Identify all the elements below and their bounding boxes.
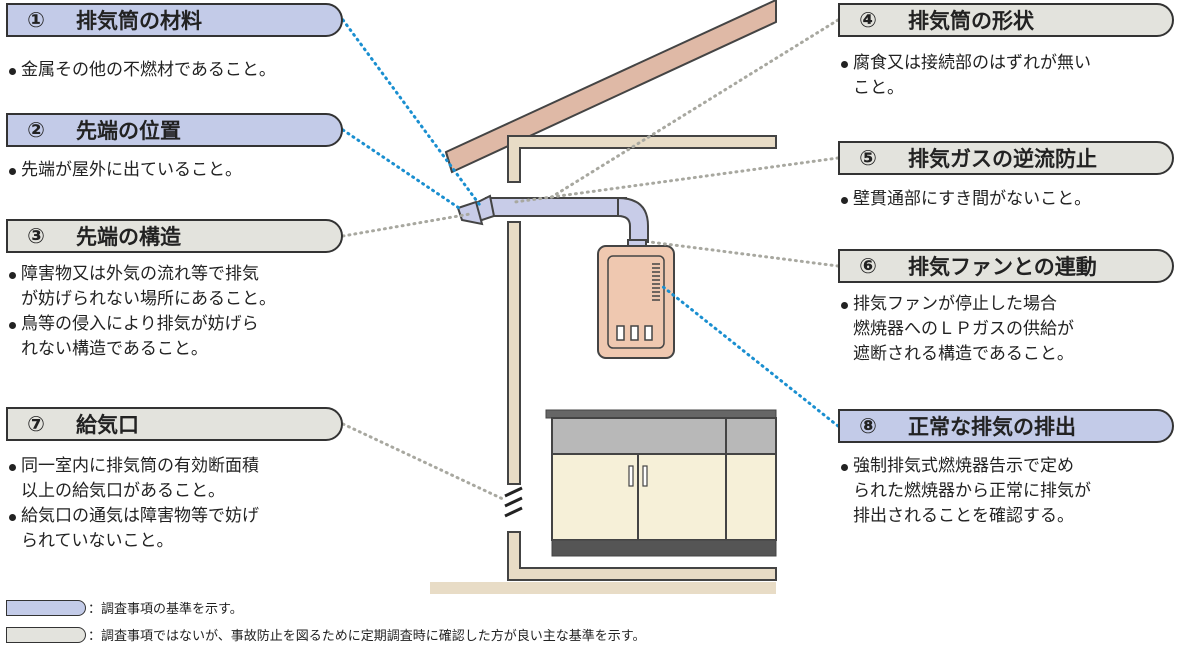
water-heater xyxy=(597,245,675,359)
item-4-pill: ④ 排気筒の形状 xyxy=(838,3,1174,37)
air-inlet-mark xyxy=(504,486,523,518)
item-4-desc: 腐食又は接続部のはずれが無いこと。 xyxy=(840,51,1170,101)
item-3-desc: 障害物又は外気の流れ等で排気が妨げられない場所にあること。 鳥等の侵入により排気… xyxy=(8,262,338,362)
item-5-number: ⑤ xyxy=(859,146,877,170)
exhaust-duct xyxy=(456,194,649,243)
item-6-title: 排気ファンとの連動 xyxy=(908,255,1097,279)
item-8-pill: ⑧ 正常な排気の排出 xyxy=(838,409,1174,443)
item-2-desc: 先端が屋外に出ていること。 xyxy=(8,158,338,183)
item-1-number: ① xyxy=(27,8,45,32)
item-6-desc: 排気ファンが停止した場合燃焼器へのＬＰガスの供給が遮断される構造であること。 xyxy=(840,292,1170,367)
item-3-desc-1: 鳥等の侵入により排気が妨げられない構造であること。 xyxy=(8,312,338,362)
item-3-desc-0: 障害物又は外気の流れ等で排気が妨げられない場所にあること。 xyxy=(8,262,338,312)
item-4-desc-0: 腐食又は接続部のはずれが無いこと。 xyxy=(840,51,1170,101)
item-1-pill: ① 排気筒の材料 xyxy=(6,3,343,37)
item-1-title: 排気筒の材料 xyxy=(76,9,202,33)
item-8-desc-0: 強制排気式燃焼器告示で定められた燃焼器から正常に排気が排出されることを確認する。 xyxy=(840,454,1170,529)
leader-lines xyxy=(341,18,840,502)
ground xyxy=(430,582,776,594)
item-5-pill: ⑤ 排気ガスの逆流防止 xyxy=(838,141,1174,175)
item-8-desc: 強制排気式燃焼器告示で定められた燃焼器から正常に排気が排出されることを確認する。 xyxy=(840,454,1170,529)
item-5-desc: 壁貫通部にすき間がないこと。 xyxy=(840,187,1170,212)
item-2-number: ② xyxy=(27,118,45,142)
item-2-desc-0: 先端が屋外に出ていること。 xyxy=(8,158,338,183)
legend-blue-text: ：調査事項の基準を示す。 xyxy=(88,602,243,617)
item-6-pill: ⑥ 排気ファンとの連動 xyxy=(838,249,1174,283)
legend-gray: ：調査事項ではないが、事故防止を図るために定期調査時に確認した方が良い主な基準を… xyxy=(6,625,645,644)
floor xyxy=(507,531,777,581)
item-2-pill: ② 先端の位置 xyxy=(6,113,343,147)
item-2-title: 先端の位置 xyxy=(76,119,181,143)
item-8-title: 正常な排気の排出 xyxy=(908,415,1076,439)
item-5-desc-0: 壁貫通部にすき間がないこと。 xyxy=(840,187,1170,212)
legend-blue-swatch xyxy=(6,599,86,616)
item-7-title: 給気口 xyxy=(76,413,139,437)
item-6-desc-0: 排気ファンが停止した場合燃焼器へのＬＰガスの供給が遮断される構造であること。 xyxy=(840,292,1170,367)
item-4-title: 排気筒の形状 xyxy=(908,9,1034,33)
item-7-desc: 同一室内に排気筒の有効断面積以上の給気口があること。 給気口の通気は障害物等で妨… xyxy=(8,454,338,554)
legend-gray-text: ：調査事項ではないが、事故防止を図るために定期調査時に確認した方が良い主な基準を… xyxy=(88,629,646,644)
legend-blue: ：調査事項の基準を示す。 xyxy=(6,598,243,617)
item-1-desc-0: 金属その他の不燃材であること。 xyxy=(8,58,338,83)
item-5-title: 排気ガスの逆流防止 xyxy=(908,147,1097,171)
item-7-number: ⑦ xyxy=(27,412,45,436)
item-7-pill: ⑦ 給気口 xyxy=(6,407,343,441)
item-7-desc-0: 同一室内に排気筒の有効断面積以上の給気口があること。 xyxy=(8,454,338,504)
ceiling xyxy=(507,135,777,183)
item-3-title: 先端の構造 xyxy=(76,225,181,249)
item-6-number: ⑥ xyxy=(859,254,877,278)
item-1-desc: 金属その他の不燃材であること。 xyxy=(8,58,338,83)
item-3-pill: ③ 先端の構造 xyxy=(6,219,343,253)
item-4-number: ④ xyxy=(859,8,877,32)
item-3-number: ③ xyxy=(27,224,45,248)
item-7-desc-1: 給気口の通気は障害物等で妨げられていないこと。 xyxy=(8,504,338,554)
wall xyxy=(507,221,521,485)
legend-gray-swatch xyxy=(6,626,86,643)
item-8-number: ⑧ xyxy=(859,414,877,438)
kitchen-cabinet xyxy=(545,409,777,557)
